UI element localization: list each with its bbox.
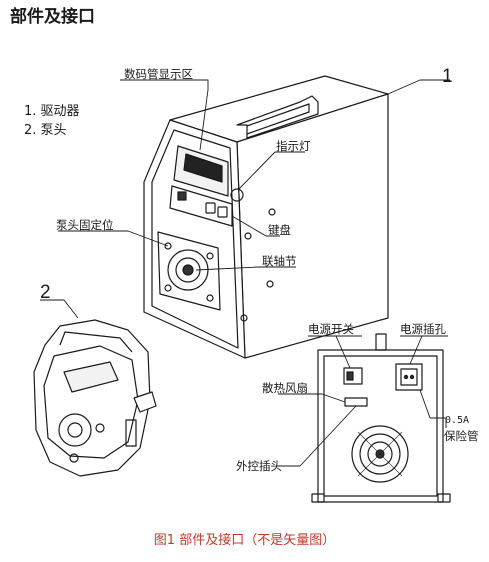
label-fuse: 保险管	[444, 429, 479, 443]
back-panel	[311, 333, 451, 503]
label-power-socket: 电源插孔	[400, 322, 446, 336]
label-ext-connector: 外控插头	[236, 459, 282, 473]
label-fuse-value: 0.5A	[445, 415, 470, 426]
label-coupling: 联轴节	[262, 254, 297, 268]
label-power-switch: 电源开关	[308, 322, 354, 336]
label-indicator: 指示灯	[276, 139, 311, 153]
figure-caption: 图1 部件及接口（不是矢量图）	[153, 533, 336, 548]
legend-item-drive: 1. 驱动器	[24, 104, 80, 119]
label-keypad: 键盘	[268, 223, 291, 237]
fan-grille	[351, 425, 409, 483]
ext-connector	[344, 397, 368, 407]
pump-head	[33, 319, 157, 477]
callout-number-drive: 1	[442, 66, 453, 87]
drive-unit	[143, 75, 389, 359]
callout-number-pump-head: 2	[40, 282, 51, 303]
page-title: 部件及接口	[10, 7, 95, 27]
label-display-area: 数码管显示区	[124, 67, 193, 81]
legend-item-pump-head: 2. 泵头	[24, 123, 67, 138]
label-fan: 散热风扇	[262, 381, 308, 395]
keypad-panel	[169, 185, 233, 227]
handle	[236, 95, 319, 139]
power-socket	[395, 363, 423, 391]
label-pump-mount: 泵头固定位	[56, 218, 114, 232]
leader-lines	[40, 79, 450, 467]
